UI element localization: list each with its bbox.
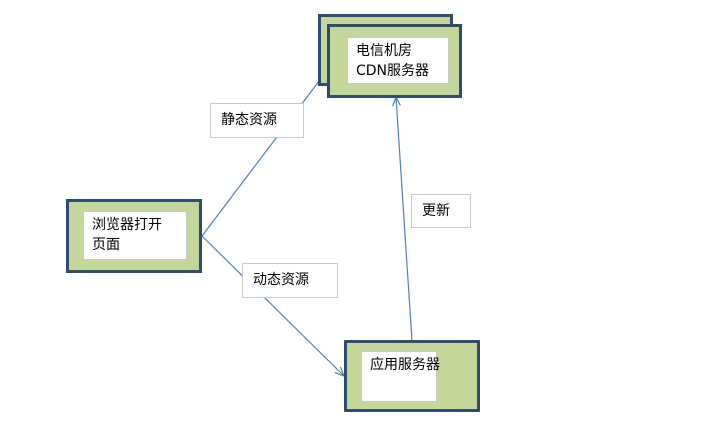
edge-app-to-cdn — [396, 97, 413, 342]
edge-label-static: 静态资源 — [210, 103, 304, 138]
edge-label-update: 更新 — [411, 194, 471, 228]
app-server-text-box: 应用服务器 — [361, 351, 440, 402]
edge-browser-to-app — [201, 235, 344, 376]
cdn-server-node[interactable]: 电信机房 CDN服务器 — [327, 24, 462, 98]
cdn-server-label-line1: 电信机房 — [356, 43, 412, 59]
edge-label-dynamic: 动态资源 — [242, 263, 338, 298]
app-server-node[interactable]: 应用服务器 — [344, 340, 480, 412]
browser-text-box: 浏览器打开 页面 — [83, 211, 187, 260]
browser-node[interactable]: 浏览器打开 页面 — [66, 199, 202, 273]
browser-label-line1: 浏览器打开 — [92, 217, 162, 233]
edge-browser-to-cdn — [201, 64, 332, 237]
app-server-label: 应用服务器 — [370, 357, 440, 373]
browser-label-line2: 页面 — [92, 237, 120, 253]
cdn-server-label-line2: CDN服务器 — [356, 63, 430, 79]
cdn-server-text-box: 电信机房 CDN服务器 — [347, 37, 449, 84]
